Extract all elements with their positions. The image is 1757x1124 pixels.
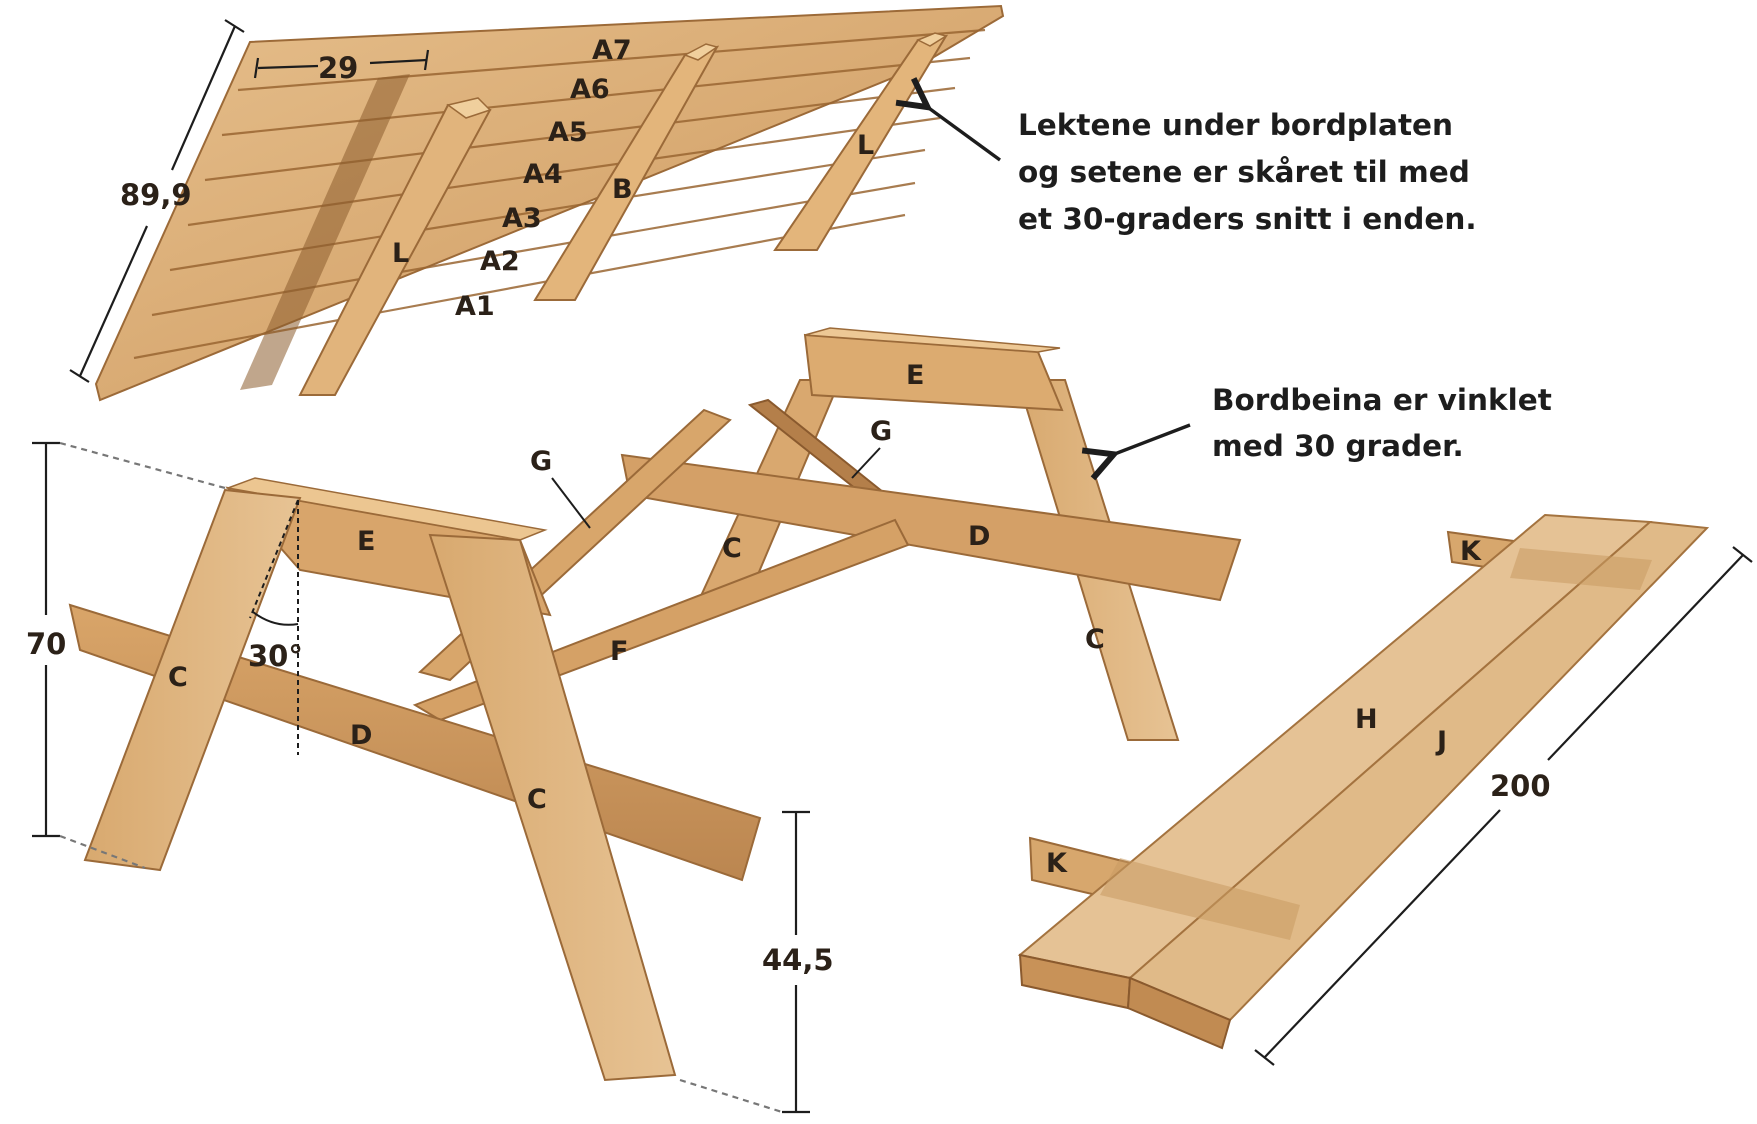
label-G-back: G	[870, 416, 892, 447]
front-E-top	[225, 477, 548, 541]
label-C-front-left: C	[168, 662, 188, 693]
label-A5: A5	[548, 117, 588, 148]
dimension-70-value: 70	[26, 627, 66, 661]
label-C-front-right: C	[527, 784, 547, 815]
note-legs-arrow	[1112, 423, 1191, 455]
note-top-arrow	[926, 106, 1002, 162]
label-C-back-right: C	[1085, 624, 1105, 655]
bench-cleat-K-top-shade	[1510, 548, 1652, 590]
dimension-89-9-value: 89,9	[120, 178, 192, 212]
note-legs: Bordbeina er vinklet med 30 grader.	[1112, 383, 1552, 463]
note-top: Lektene under bordplaten og setene er sk…	[926, 106, 1477, 236]
label-F: F	[610, 636, 628, 667]
dimension-70	[32, 441, 226, 870]
label-E-back: E	[906, 360, 924, 391]
dimension-200	[1254, 546, 1753, 1066]
bench: K K H J 200	[1017, 513, 1753, 1066]
note-top-line1: Lektene under bordplaten	[1018, 108, 1453, 142]
label-A4: A4	[523, 159, 563, 190]
tabletop-shadow-strip	[240, 74, 410, 390]
front-leg-C-right	[428, 533, 677, 1082]
angle-indicator	[249, 499, 299, 755]
label-G-front: G	[530, 446, 552, 477]
label-A2: A2	[480, 246, 520, 277]
tabletop: A7 A6 A5 A4 A3 A2 A1 B L L 29 89,9	[69, 4, 1005, 402]
note-top-line3: et 30-graders snitt i enden.	[1018, 202, 1477, 236]
dimension-44-5	[679, 810, 810, 1114]
back-E-top	[804, 327, 1061, 353]
label-E-front: E	[357, 526, 375, 557]
label-A7: A7	[592, 35, 632, 66]
label-D-back: D	[968, 521, 990, 552]
label-K-top: K	[1460, 536, 1482, 567]
label-J: J	[1435, 726, 1447, 757]
batten-L-left-end	[446, 97, 492, 119]
label-L-right: L	[857, 130, 874, 161]
note-legs-line1: Bordbeina er vinklet	[1212, 383, 1552, 417]
batten-L-right-end	[916, 32, 948, 47]
table-frame: E E D D C C C C F G G 30°	[68, 327, 1242, 1082]
bench-cleat-K-bottom-shade	[1100, 858, 1300, 940]
label-A1: A1	[455, 291, 495, 322]
label-L-left: L	[392, 238, 409, 269]
tabletop-plank-lines	[133, 28, 986, 360]
label-B: B	[612, 174, 633, 205]
dimension-89-9	[69, 19, 245, 383]
label-A3: A3	[502, 203, 542, 234]
label-K-bottom: K	[1046, 848, 1068, 879]
note-top-line2: og setene er skåret til med	[1018, 154, 1470, 189]
label-D-front: D	[350, 720, 372, 751]
leader-G-back	[851, 447, 881, 479]
dimension-29-value: 29	[318, 51, 358, 85]
label-C-back-left: C	[722, 533, 742, 564]
dimension-44-5-value: 44,5	[762, 943, 834, 977]
note-legs-line2: med 30 grader.	[1212, 429, 1464, 463]
dimension-29	[253, 49, 430, 79]
dimension-200-value: 200	[1490, 769, 1551, 803]
front-leg-C-left	[83, 488, 302, 872]
label-H: H	[1355, 704, 1378, 735]
angle-value: 30°	[248, 639, 303, 673]
batten-B-end	[683, 43, 719, 61]
bench-end-J	[1126, 976, 1232, 1050]
leader-G-front	[551, 477, 591, 529]
label-A6: A6	[570, 74, 610, 105]
